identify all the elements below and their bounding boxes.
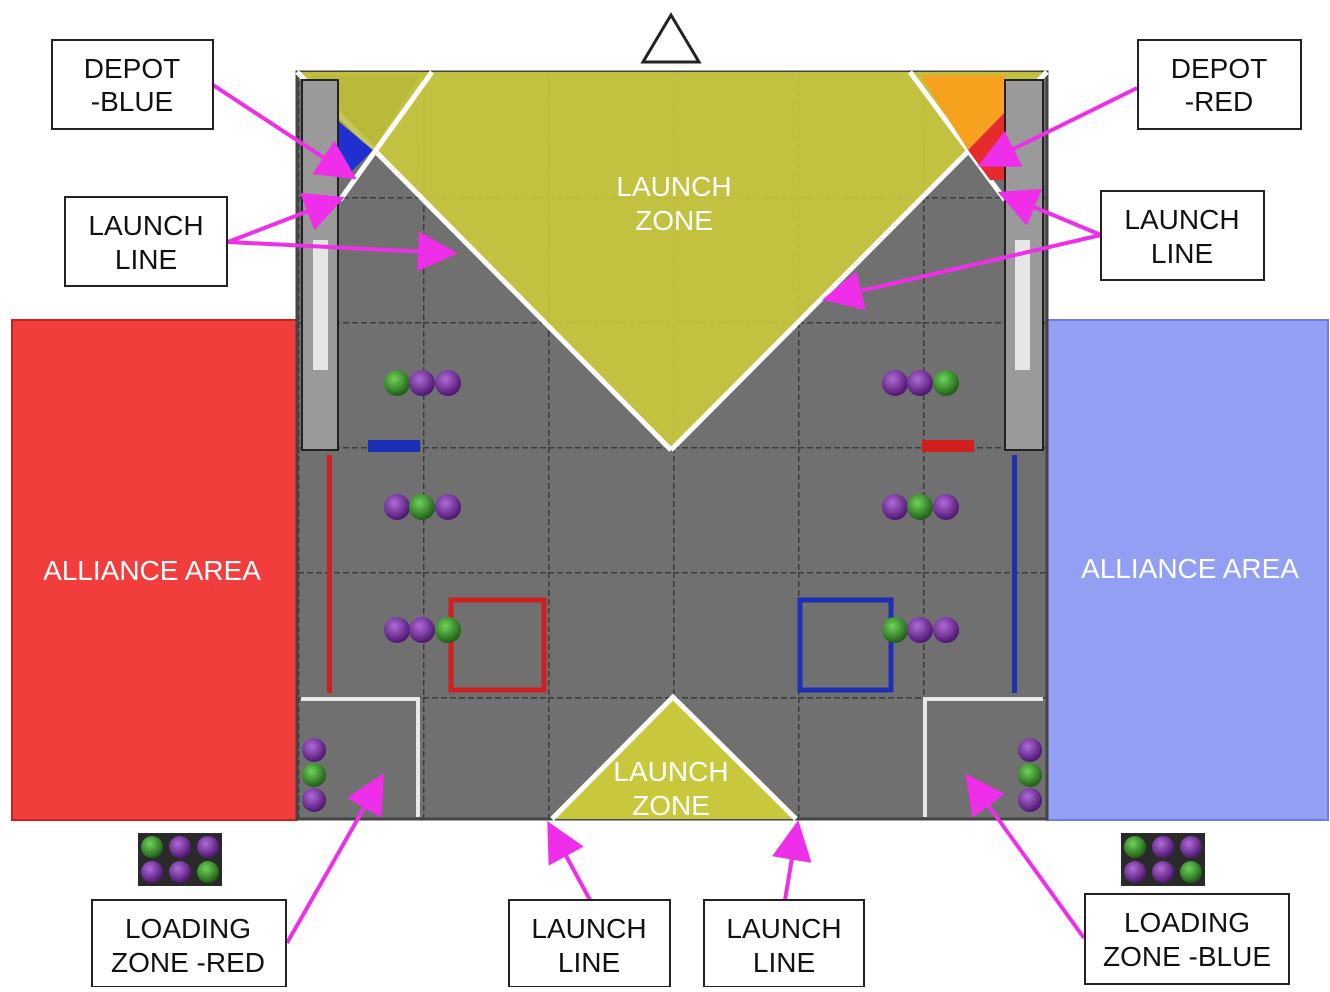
ball-icon [1152,861,1174,883]
arrow-launch-line-left-a [227,192,345,244]
arrow-loading-zone-red [285,773,384,944]
launch-line-left-label-line2: LINE [115,244,177,275]
depot-blue-label-line1: DEPOT [84,53,180,84]
arrow-launch-line-bottom-left [547,820,592,901]
label-box-depot-blue [51,39,214,130]
ball-icon [907,370,933,396]
label-box-launch-line-bottom-right [703,899,865,988]
ball-icon [933,370,959,396]
launch-line-bottom-right-label-line1: LAUNCH [726,913,841,944]
left-ramp-light [313,240,328,370]
label-box-launch-line-left [64,196,228,287]
ball-icon [1018,763,1042,787]
ball-icon [1180,836,1202,858]
ball-icon [435,494,461,520]
label-box-loading-zone-blue [1084,893,1290,985]
launch-line-right-label-line1: LAUNCH [1124,204,1239,235]
ball-icon [197,836,219,858]
ball-icon [384,494,410,520]
ball-icon [1018,788,1042,812]
blue-tape-vertical [1012,455,1017,693]
alliance-area-red [11,319,298,821]
ball-icon [1124,861,1146,883]
right-ramp-light [1015,240,1030,370]
ball-icon [169,861,191,883]
arrow-launch-line-right-b [822,233,1102,311]
ball-icon [302,738,326,762]
arrow-launch-line-bottom-right [772,820,812,901]
label-box-depot-red [1137,39,1302,130]
ball-icon [409,494,435,520]
ball-icon [435,617,461,643]
label-box-launch-line-bottom-left [508,899,671,988]
depot-blue-label-line2: -BLUE [91,86,173,117]
ball-icon [882,617,908,643]
ball-icon [933,494,959,520]
loading-zone-blue-label-line1: LOADING [1124,907,1250,938]
launch-zone-bottom-label-line2: ZONE [632,790,710,821]
ball-icon [409,617,435,643]
ball-icon [907,617,933,643]
alliance-area-blue [1046,319,1329,821]
ball-icon [1124,836,1146,858]
label-box-launch-line-right [1100,190,1265,281]
ball-icon [141,836,163,858]
loading-zone-red-label-line1: LOADING [125,913,251,944]
ball-icon [1152,836,1174,858]
preload-blue [1121,833,1205,886]
arrow-loading-zone-blue [965,773,1086,940]
launch-zone-top-label-line2: ZONE [635,205,713,236]
depot-red-label-line1: DEPOT [1171,53,1267,84]
ball-icon [302,788,326,812]
ball-icon [384,617,410,643]
launch-line-bottom-left-label-line1: LAUNCH [531,913,646,944]
launch-zone-top [297,72,1047,450]
launch-zone-bottom [552,697,796,819]
launch-line-bottom-left-label-line2: LINE [558,947,620,978]
ball-icon [882,494,908,520]
alliance-area-blue-label: ALLIANCE AREA [1081,553,1299,584]
ball-icon [302,763,326,787]
depot-red-label-line2: -RED [1185,86,1253,117]
ball-icon [882,370,908,396]
arrow-depot-blue [211,83,357,180]
artifacts [302,370,1042,812]
triangle-outline-icon [640,12,702,64]
ball-icon [197,861,219,883]
ball-icon [141,861,163,883]
alliance-area-red-label: ALLIANCE AREA [43,555,261,586]
ball-icon [1018,738,1042,762]
red-tape-vertical [327,455,332,693]
loading-zone-red-outline [301,697,420,817]
launch-line-bottom [550,693,798,821]
blue-tape-horizontal [368,440,420,452]
blue-square [797,597,894,693]
red-square [448,597,547,693]
launch-line-right-label-line2: LINE [1151,238,1213,269]
arrow-launch-line-right-a [997,188,1102,237]
preload-red [138,833,222,886]
arrow-launch-line-left-b [227,231,458,272]
arrows [211,83,1138,944]
red-tape-horizontal [922,440,974,452]
arrow-depot-red [977,86,1138,167]
ball-icon [409,370,435,396]
ball-icon [933,617,959,643]
loading-zone-blue-outline [923,697,1043,817]
loading-zone-blue-label-line2: ZONE -BLUE [1103,941,1271,972]
launch-zone-top-label-line1: LAUNCH [616,171,731,202]
ball-icon [907,494,933,520]
loading-zone-red-label-line2: ZONE -RED [111,947,265,978]
ball-icon [435,370,461,396]
ball-icon [169,836,191,858]
ball-icon [384,370,410,396]
launch-zone-bottom-label-line1: LAUNCH [613,756,728,787]
launch-line-bottom-right-label-line2: LINE [753,947,815,978]
ball-icon [1180,861,1202,883]
launch-line-left-label-line1: LAUNCH [88,210,203,241]
